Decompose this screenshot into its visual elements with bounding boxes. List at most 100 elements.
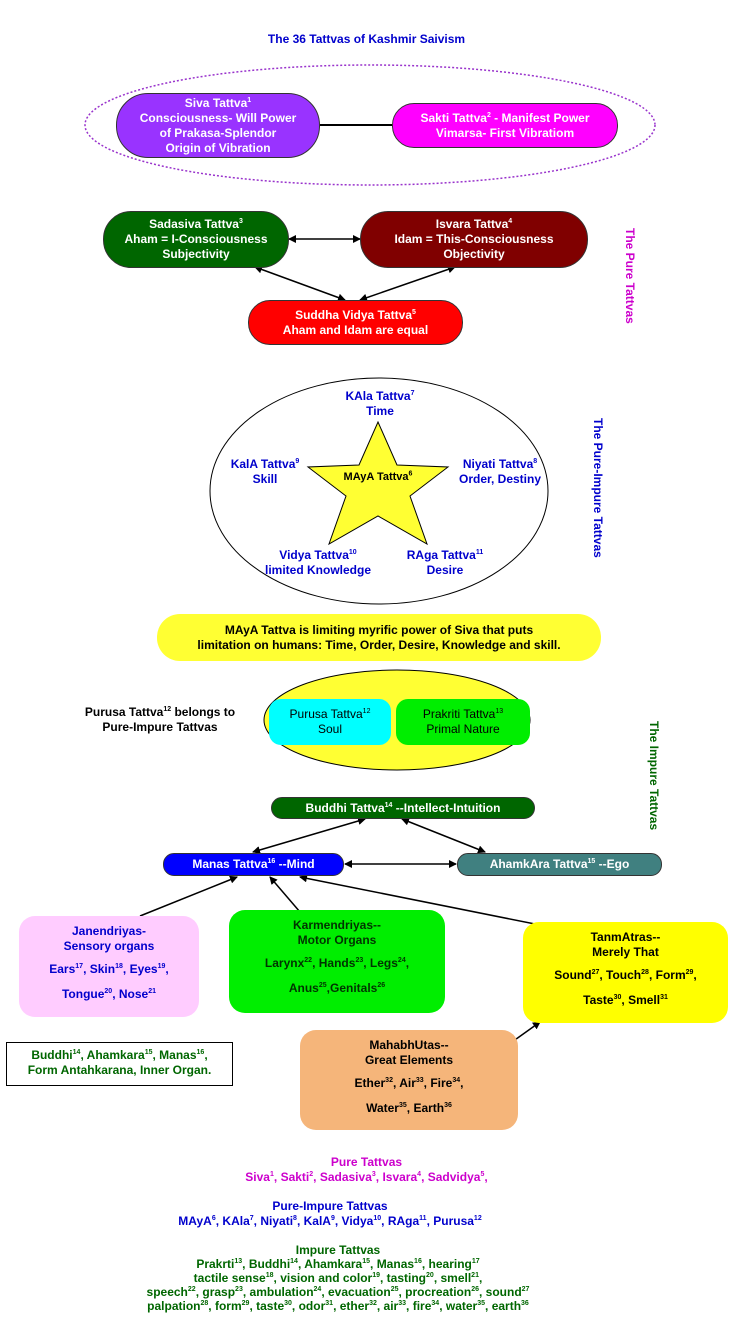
tattva-item: Purusa12	[433, 1214, 482, 1228]
tattva-item: Anus25	[288, 981, 327, 995]
tattva-item: Hands23	[318, 956, 364, 970]
janendriyas-box: Janendriyas- Sensory organs Ears17, Skin…	[19, 916, 199, 1017]
summary-pure-items: Siva1, Sakti2, Sadasiva3, Isvara4, Sadvi…	[245, 1170, 488, 1184]
buddhi-tattva-node: Buddhi Tattva14 --Intellect-Intuition	[271, 797, 535, 819]
sadasiva-tattva-node: Sadasiva Tattva3 Aham = I-Consciousness …	[103, 211, 289, 268]
tattva-item: hearing17	[428, 1257, 480, 1271]
isvara-suddha-arrow	[359, 265, 456, 302]
tattva-item: Form29	[655, 968, 694, 982]
tattva-item: Manas16	[159, 1048, 205, 1062]
tattva-item: Earth36	[413, 1101, 452, 1115]
tattva-item: Larynx22	[264, 956, 313, 970]
tattva-item: water35	[445, 1299, 486, 1313]
purusa-tattva-node: Purusa Tattva12 Soul	[269, 699, 391, 745]
tattva-item: Niyati8	[260, 1214, 297, 1228]
tattva-item: Ether32	[354, 1076, 393, 1090]
tattva-item: speech22	[146, 1285, 196, 1299]
tattva-item: Vidya10	[341, 1214, 382, 1228]
tattva-item: Sadasiva3	[319, 1170, 376, 1184]
tattva-item: sound27	[485, 1285, 530, 1299]
tattva-item: Sakti2	[280, 1170, 314, 1184]
mahabhutas-line-2: Water35, Earth36	[366, 1101, 452, 1115]
tattva-item: form29	[214, 1299, 250, 1313]
tattva-item: Sadvidya5	[427, 1170, 485, 1184]
mahabhutas-line-1: Ether32, Air33, Fire34,	[354, 1076, 464, 1090]
prakriti-tattva-node: Prakriti Tattva13 Primal Nature	[396, 699, 530, 745]
janendriyas-line-2: Tongue20, Nose21	[61, 987, 157, 1001]
tattva-item: Ahamkara15	[86, 1048, 153, 1062]
tattva-item: tactile sense18	[193, 1271, 274, 1285]
summary-impure-line-3: speech22, grasp23, ambulation24, evacuat…	[146, 1285, 530, 1299]
tattva-item: Prakrti13	[196, 1257, 243, 1271]
tattva-item: procreation26	[405, 1285, 479, 1299]
tattva-item: ether32	[339, 1299, 377, 1313]
tattva-item: Manas16	[376, 1257, 422, 1271]
tanmatras-line-1: Sound27, Touch28, Form29,	[554, 968, 697, 982]
siva-sakti-ellipse	[84, 64, 656, 186]
tanmatras-line-2: Taste30, Smell31	[583, 993, 668, 1007]
tattva-item: ambulation24	[249, 1285, 322, 1299]
pure-tattvas-label: The Pure Tattvas	[623, 228, 637, 324]
tattva-item: smell21	[440, 1271, 479, 1285]
janendriyas-line-1: Ears17, Skin18, Eyes19,	[49, 962, 169, 976]
tattva-item: Ahamkara15	[304, 1257, 371, 1271]
tattva-item: grasp23	[202, 1285, 243, 1299]
tattva-item: Smell31	[628, 993, 668, 1007]
suddha-vidya-tattva-node: Suddha Vidya Tattva5 Aham and Idam are e…	[248, 300, 463, 345]
tattva-item: Isvara4	[382, 1170, 422, 1184]
tattva-item: Tongue20	[61, 987, 113, 1001]
summary-impure: Impure Tattvas Prakrti13, Buddhi14, Aham…	[0, 1243, 676, 1313]
pure-impure-tattvas-label: The Pure-Impure Tattvas	[591, 418, 605, 558]
summary-pure-impure: Pure-Impure Tattvas MAyA6, KAla7, Niyati…	[0, 1199, 660, 1229]
tattva-item: KalA9	[303, 1214, 335, 1228]
janendriyas-manas-arrow	[139, 875, 238, 917]
buddhi-manas-arrow	[252, 817, 366, 854]
sakti-tattva-node: Sakti Tattva2 - Manifest Power Vimarsa- …	[392, 103, 618, 148]
raga-label: RAga Tattva11 Desire	[406, 548, 484, 577]
tattva-item: Air33	[399, 1076, 424, 1090]
tattva-item: Sound27	[554, 968, 600, 982]
tattva-item: Legs24	[369, 956, 406, 970]
maya-description: MAyA Tattva is limiting myrific power of…	[157, 614, 601, 661]
summary-pure: Pure Tattvas Siva1, Sakti2, Sadasiva3, I…	[0, 1155, 733, 1185]
manas-tattva-node: Manas Tattva16 --Mind	[163, 853, 344, 876]
niyati-label: Niyati Tattva8 Order, Destiny	[458, 457, 542, 486]
maya-star-shape	[306, 420, 450, 546]
tattva-item: fire34	[412, 1299, 440, 1313]
impure-tattvas-label: The Impure Tattvas	[647, 721, 661, 831]
tattva-item: Skin18	[89, 962, 123, 976]
tattva-item: Ears17	[49, 962, 84, 976]
maya-ellipse	[209, 377, 549, 605]
tattva-item: Fire34	[430, 1076, 461, 1090]
tattva-item: evacuation25	[328, 1285, 399, 1299]
tattva-item: taste30	[256, 1299, 292, 1313]
tattva-item: tasting20	[386, 1271, 434, 1285]
siva-tattva-node: Siva Tattva1 Consciousness- Will Power o…	[116, 93, 320, 158]
antahkarana-note: Buddhi14, Ahamkara15, Manas16, Form Anta…	[6, 1042, 233, 1086]
purusa-note: Purusa Tattva12 belongs to Pure-Impure T…	[84, 705, 236, 734]
kala-skill-label: KalA Tattva9 Skill	[230, 457, 300, 486]
tattva-item: odor31	[298, 1299, 334, 1313]
tattva-item: RAga11	[387, 1214, 427, 1228]
karmendriyas-line-2: Anus25,Genitals26	[288, 981, 386, 995]
karmendriyas-line-1: Larynx22, Hands23, Legs24,	[264, 956, 410, 970]
tattva-item: KAla7	[222, 1214, 254, 1228]
sadasiva-suddha-arrow	[254, 265, 346, 302]
tattva-item: MAyA6	[178, 1214, 216, 1228]
mahabhutas-box: MahabhUtas-- Great Elements Ether32, Air…	[300, 1030, 518, 1130]
summary-impure-line-1: Prakrti13, Buddhi14, Ahamkara15, Manas16…	[196, 1257, 480, 1271]
tattva-item: Eyes19	[129, 962, 166, 976]
ahamkara-tattva-node: AhamkAra Tattva15 --Ego	[457, 853, 662, 876]
summary-impure-line-2: tactile sense18, vision and color19, tas…	[193, 1271, 483, 1285]
tattva-item: Touch28	[606, 968, 649, 982]
maya-star-label: MAyA Tattva6	[343, 470, 413, 483]
page-title: The 36 Tattvas of Kashmir Saivism	[267, 32, 466, 46]
summary-pure-impure-items: MAyA6, KAla7, Niyati8, KalA9, Vidya10, R…	[178, 1214, 482, 1228]
tanmatras-box: TanmAtras-- Merely That Sound27, Touch28…	[523, 922, 728, 1023]
tattva-item: air33	[383, 1299, 407, 1313]
summary-impure-line-4: palpation28, form29, taste30, odor31, et…	[147, 1299, 529, 1313]
tattva-item: earth36	[491, 1299, 529, 1313]
tattva-item: Water35	[366, 1101, 407, 1115]
tanmatras-manas-arrow	[299, 874, 546, 927]
